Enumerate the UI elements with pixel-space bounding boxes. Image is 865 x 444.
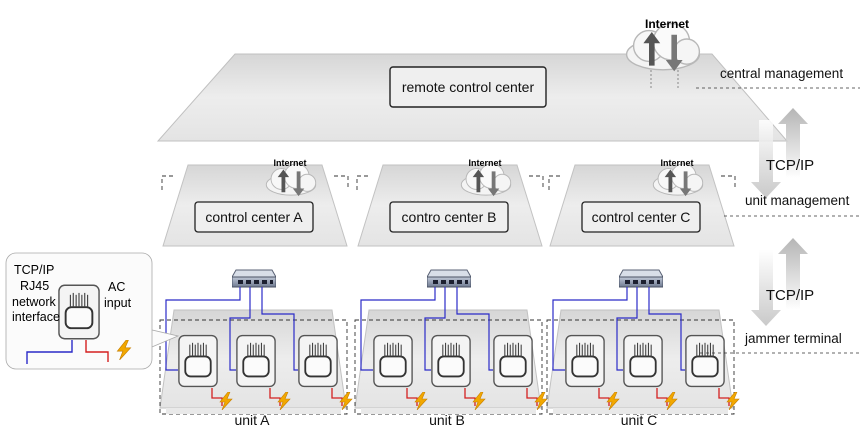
control-center-label: control center A xyxy=(205,209,303,225)
bracket-left xyxy=(161,175,176,190)
unit-layer: control center A Internet contro center B I… xyxy=(161,158,736,247)
unit-1: unit B xyxy=(354,269,548,428)
control-center-label: contro center B xyxy=(402,209,497,225)
tcpip-label-upper: TCP/IP xyxy=(766,157,814,174)
tcpip-label-lower: TCP/IP xyxy=(766,287,814,304)
network-line xyxy=(360,287,436,371)
remote-control-center-label: remote control center xyxy=(402,79,535,95)
unit-2: unit C xyxy=(546,269,740,428)
internet-label: Internet xyxy=(273,158,306,168)
network-line xyxy=(165,287,241,371)
jammer-terminal-icon xyxy=(373,334,413,388)
unit-label: unit A xyxy=(234,412,270,428)
callout-jammer-icon xyxy=(58,284,100,340)
jammer-terminal-label: jammer terminal xyxy=(744,331,842,346)
control-center-2: control center C Internet xyxy=(548,158,736,247)
tcpip-arrows-lower xyxy=(751,238,808,326)
callout-port: RJ45 xyxy=(20,279,49,293)
unit-label: unit C xyxy=(621,412,658,428)
network-switch-icon xyxy=(619,269,663,288)
jammer-terminal-icon xyxy=(298,334,338,388)
callout-power-1: AC xyxy=(108,280,125,294)
control-center-box xyxy=(581,201,701,233)
callout-interface-2: interface xyxy=(12,310,60,324)
control-center-0: control center A Internet xyxy=(161,158,349,247)
central-layer: remote control center xyxy=(156,53,789,142)
bracket-right xyxy=(721,175,736,190)
jammer-terminal-icon xyxy=(565,334,605,388)
callout-power-2: input xyxy=(104,296,132,310)
device-callout: TCP/IP RJ45 network interface AC input xyxy=(5,252,180,370)
internet-label: Internet xyxy=(645,17,689,31)
unit-label: unit B xyxy=(429,412,465,428)
jammer-terminal-icon xyxy=(431,334,471,388)
network-switch-icon xyxy=(427,269,471,288)
callout-interface-1: network xyxy=(12,295,57,309)
network-line xyxy=(424,287,446,371)
unit-management-label: unit management xyxy=(745,193,850,208)
remote-control-center-box xyxy=(389,66,547,108)
callout-protocol: TCP/IP xyxy=(14,263,54,277)
internet-label: Internet xyxy=(468,158,501,168)
jammer-terminal-icon xyxy=(493,334,533,388)
network-line xyxy=(229,287,251,371)
tcpip-arrows-upper xyxy=(751,108,808,198)
internet-label: Internet xyxy=(660,158,693,168)
network-line xyxy=(616,287,638,371)
control-center-label: control center C xyxy=(592,209,691,225)
bracket-right xyxy=(334,175,349,190)
jammer-terminal-icon xyxy=(685,334,725,388)
bracket-left xyxy=(548,175,563,190)
jammer-terminal-icon xyxy=(236,334,276,388)
central-management-label: central management xyxy=(720,66,843,81)
bracket-right xyxy=(529,175,544,190)
network-line xyxy=(456,287,493,371)
control-center-1: contro center B Internet xyxy=(356,158,544,247)
network-switch-icon xyxy=(232,269,276,288)
unit-0: unit A xyxy=(159,269,353,428)
terminal-layer: unit A unit B unit C xyxy=(159,269,740,428)
jammer-terminal-icon xyxy=(623,334,663,388)
network-line xyxy=(648,287,685,371)
jammer-terminal-icon xyxy=(178,334,218,388)
network-line xyxy=(552,287,628,371)
control-center-box xyxy=(194,201,314,233)
network-line xyxy=(261,287,298,371)
control-center-box xyxy=(389,201,509,233)
bracket-left xyxy=(356,175,371,190)
